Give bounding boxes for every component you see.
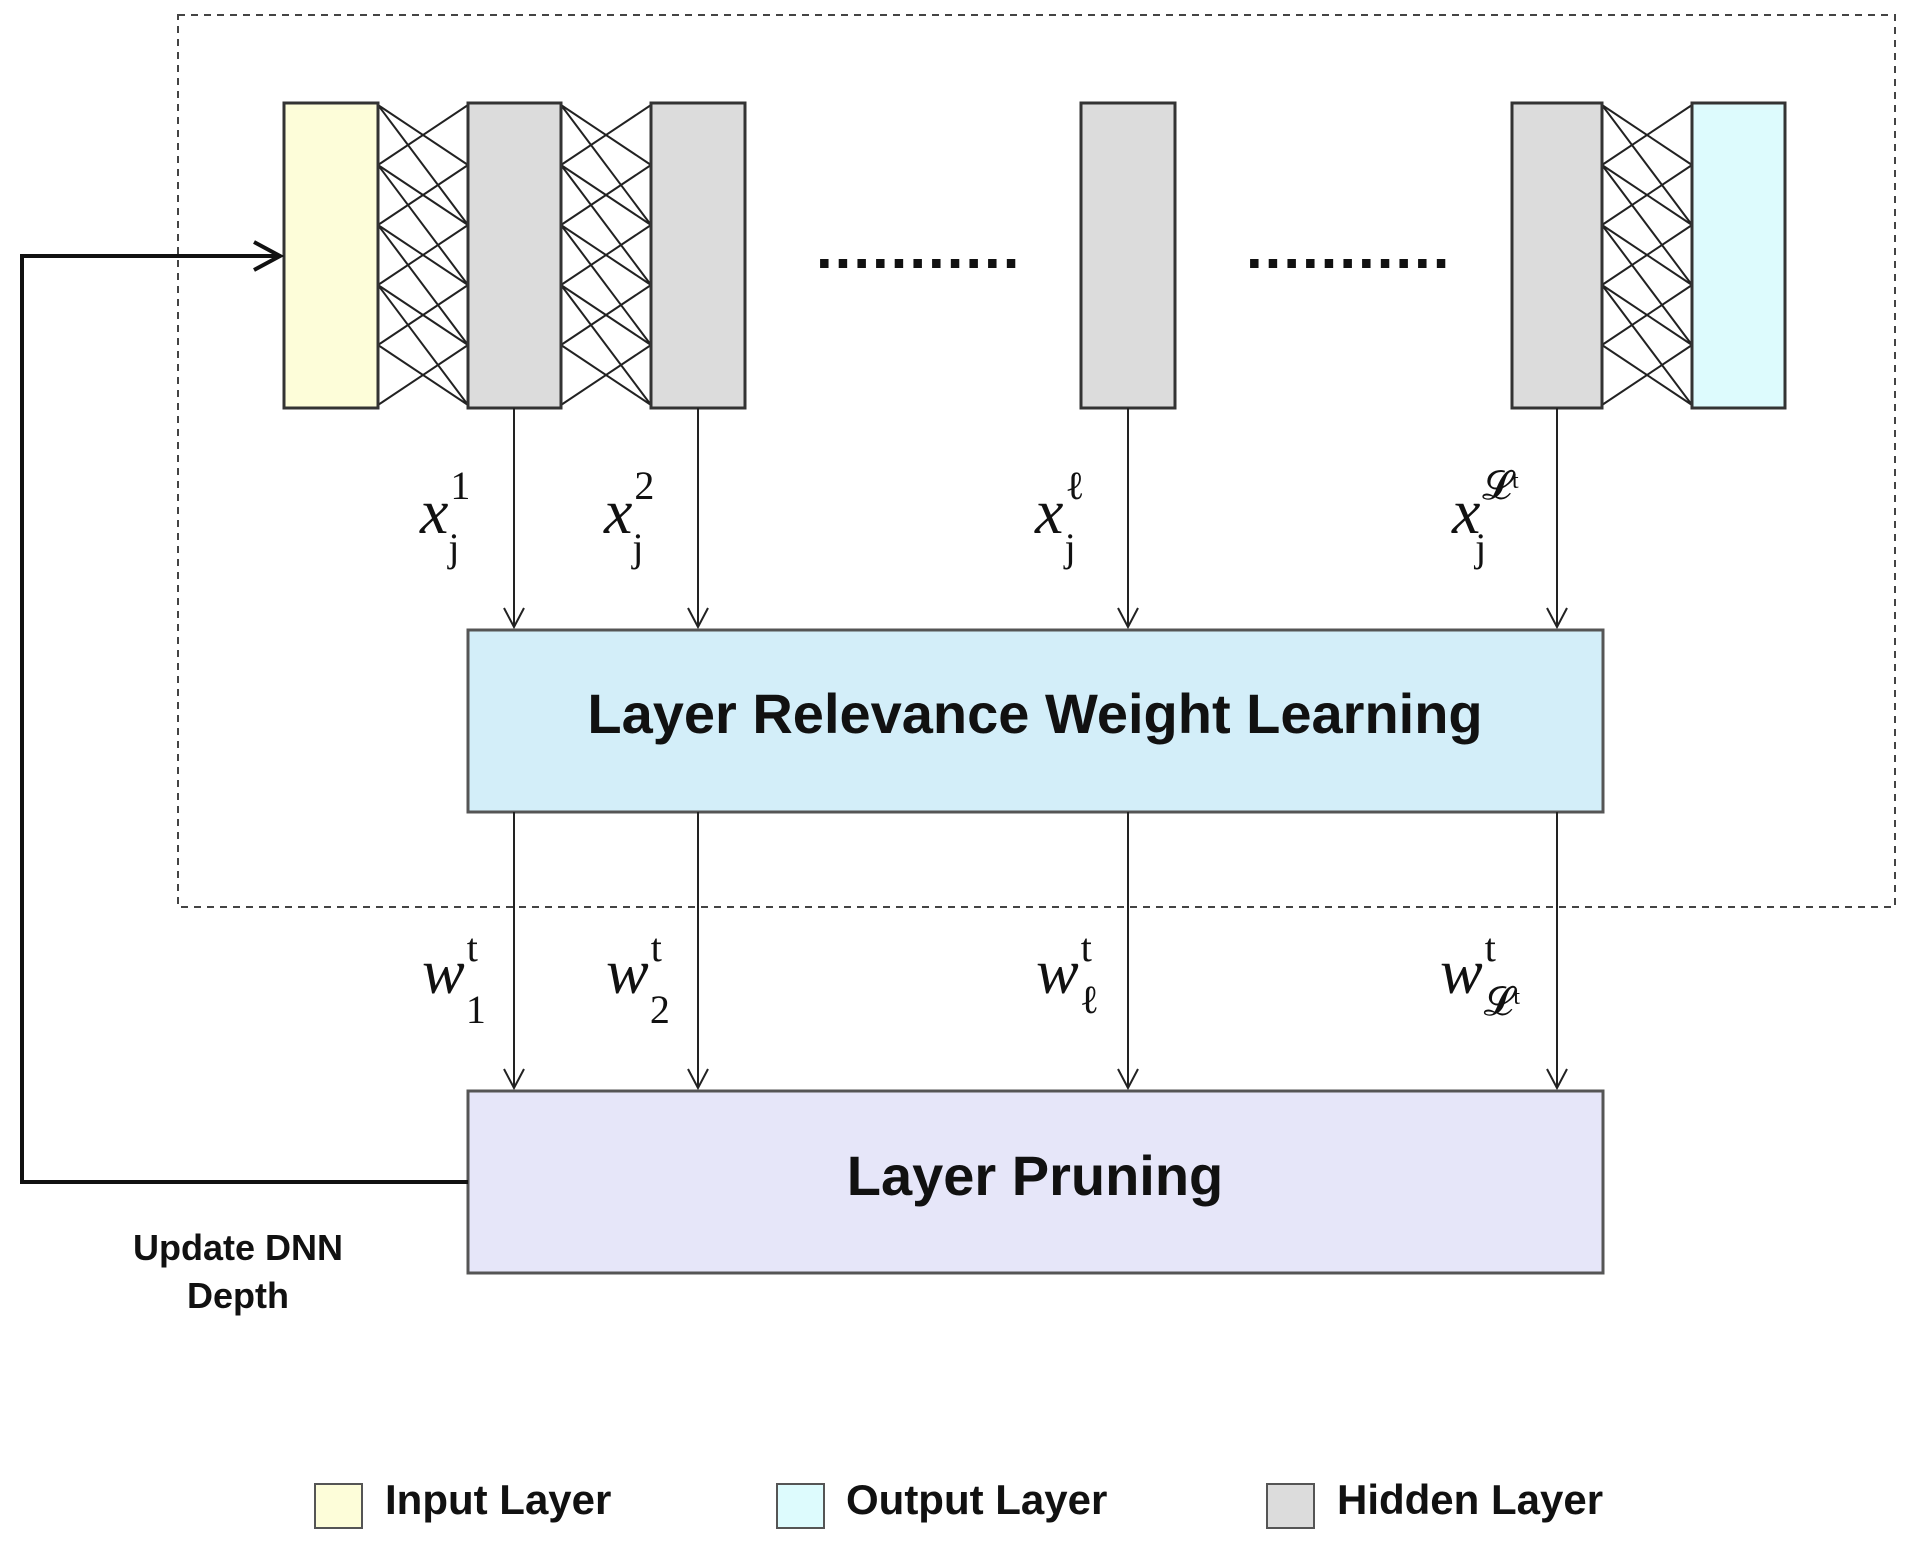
network-frame [177,14,1896,908]
input-layer [282,101,380,410]
legend-label-input: Input Layer [385,1476,611,1523]
output-layer [1690,101,1787,410]
legend-label-hidden: Hidden Layer [1337,1476,1603,1523]
feature-arrows [514,408,1557,627]
legend-label-output: Output Layer [846,1476,1107,1523]
legend-swatch-output [776,1483,825,1529]
feedback-arrow [20,256,468,1184]
legend: Input Layer Output Layer Hidden Layer [314,1476,1603,1529]
legend-swatch-input [314,1483,363,1529]
weight-arrows [514,812,1557,1088]
connection-lattice-2 [560,104,652,406]
layer-pruning-box [466,1089,1605,1275]
layer-pruning-label: Layer Pruning [847,1144,1224,1207]
relevance-learning-box [466,628,1605,814]
ellipsis-left: ........... [816,214,1021,281]
feedback-label-line1: Update DNN [133,1227,343,1268]
hidden-layer-1 [466,101,563,410]
connection-lattice-1 [377,104,469,406]
hidden-layer-2 [649,101,747,410]
hidden-layer-l [1079,101,1177,410]
feedback-label-line2: Depth [187,1275,289,1316]
hidden-layer-last [1510,101,1604,410]
relevance-learning-label: Layer Relevance Weight Learning [587,682,1482,745]
ellipsis-right: ........... [1246,214,1451,281]
legend-swatch-hidden [1266,1483,1315,1529]
connection-lattice-3 [1601,104,1693,406]
